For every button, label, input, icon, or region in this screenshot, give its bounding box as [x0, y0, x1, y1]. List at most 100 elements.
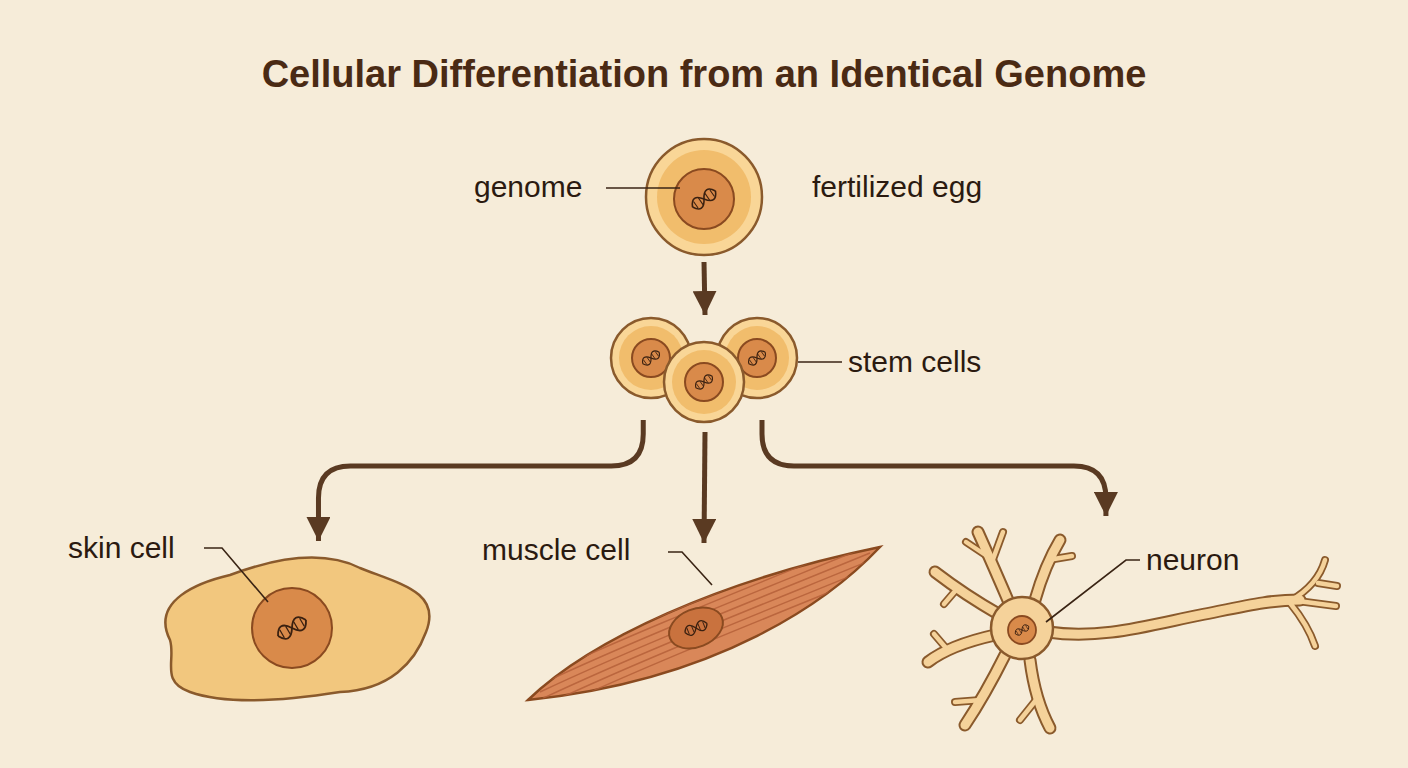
dna-helix — [275, 614, 310, 642]
graphic-part — [280, 618, 305, 637]
muscle-striation — [537, 547, 867, 686]
neurite — [1290, 603, 1315, 646]
neurite — [1048, 600, 1300, 634]
dna-helix — [683, 619, 709, 637]
graphic-part — [694, 190, 715, 208]
neurite — [1048, 600, 1300, 634]
graphic-part — [693, 373, 714, 392]
neurite — [1290, 560, 1325, 601]
graphic-part — [1014, 623, 1031, 636]
cell-circle — [664, 342, 744, 422]
flow-arrow — [704, 262, 705, 315]
muscle-striation — [540, 553, 870, 692]
leader-line — [1046, 560, 1140, 622]
neurite — [978, 532, 1010, 605]
part-label: genome — [474, 170, 582, 204]
nucleus — [663, 600, 729, 656]
cell-shape — [158, 555, 430, 703]
graphic-part — [643, 352, 658, 365]
neurite — [1030, 660, 1050, 728]
cell-circle — [646, 139, 762, 255]
neuron-cell: neuron — [922, 518, 1340, 733]
graphic-part — [1016, 625, 1028, 634]
neurite — [935, 572, 1000, 615]
graphic-part — [687, 622, 705, 635]
cell-label: fertilized egg — [812, 170, 982, 204]
neurite — [934, 634, 946, 648]
diagram-title: Cellular Differentiation from an Identic… — [0, 52, 1408, 96]
cell-label: skin cell — [68, 531, 175, 565]
neurite — [1318, 583, 1337, 586]
dna-helix — [640, 349, 661, 368]
cell-circle — [672, 350, 736, 414]
graphic-part — [693, 373, 714, 392]
cell-label: stem cells — [848, 345, 981, 379]
graphic-part — [640, 349, 661, 368]
neurite — [1030, 660, 1050, 728]
cell-shape — [526, 545, 882, 703]
flow-arrow — [704, 432, 705, 543]
fertilized-egg: fertilized egg — [646, 139, 762, 255]
neurite — [965, 655, 1005, 725]
neurite — [978, 532, 1010, 605]
graphic-part — [275, 614, 310, 642]
neurite — [1318, 583, 1337, 586]
neurite — [1035, 540, 1060, 600]
neurite — [965, 655, 1005, 725]
muscle-cell: muscle cell — [526, 545, 882, 703]
neurite — [955, 700, 981, 702]
neurite — [944, 590, 956, 604]
muscle-striation — [543, 559, 873, 698]
dna-helix — [689, 186, 719, 212]
flow-arrow — [318, 420, 643, 541]
graphic-part — [746, 349, 767, 368]
neurite — [1298, 601, 1336, 606]
leader-line — [798, 361, 842, 363]
dna-helix — [1014, 623, 1031, 636]
graphic-part — [683, 619, 709, 637]
neurite — [1298, 601, 1336, 606]
flow-arrow — [762, 420, 1106, 516]
muscle-striation — [548, 572, 878, 711]
cell-circle — [1008, 616, 1036, 644]
graphic-part — [746, 349, 767, 368]
leader-line — [606, 187, 680, 189]
stem-cell-cluster: stem cells — [610, 318, 800, 422]
neurite — [928, 635, 995, 662]
neurite — [1035, 540, 1060, 600]
cell-circle — [252, 588, 332, 668]
neurite — [1048, 556, 1072, 560]
cell-shape — [610, 318, 800, 422]
neurite — [944, 590, 956, 604]
cell-shape — [922, 518, 1340, 733]
cell-label: muscle cell — [482, 533, 630, 567]
leader-line — [668, 552, 712, 585]
graphic-part — [689, 186, 719, 212]
skin-cell-body — [165, 557, 429, 700]
cell-label: neuron — [1146, 543, 1239, 577]
neurite — [935, 572, 1000, 615]
cell-shape — [646, 139, 762, 255]
neurite — [934, 634, 946, 648]
cell-circle — [657, 150, 751, 244]
graphic-part — [696, 376, 711, 389]
neurite — [955, 700, 981, 702]
cell-circle — [674, 169, 734, 229]
leader-group — [204, 188, 1140, 622]
neurite — [1290, 603, 1315, 646]
dna-helix — [693, 373, 714, 392]
cell-circle — [991, 597, 1053, 659]
graphic-part — [640, 349, 661, 368]
neuron-branches — [928, 532, 1337, 728]
dna-helix — [746, 349, 767, 368]
neurite — [992, 532, 1003, 562]
neurite — [1020, 700, 1036, 720]
graphic-part — [689, 186, 719, 212]
muscle-cell-body — [528, 547, 880, 700]
neurite — [966, 542, 990, 558]
neurite — [992, 532, 1003, 562]
